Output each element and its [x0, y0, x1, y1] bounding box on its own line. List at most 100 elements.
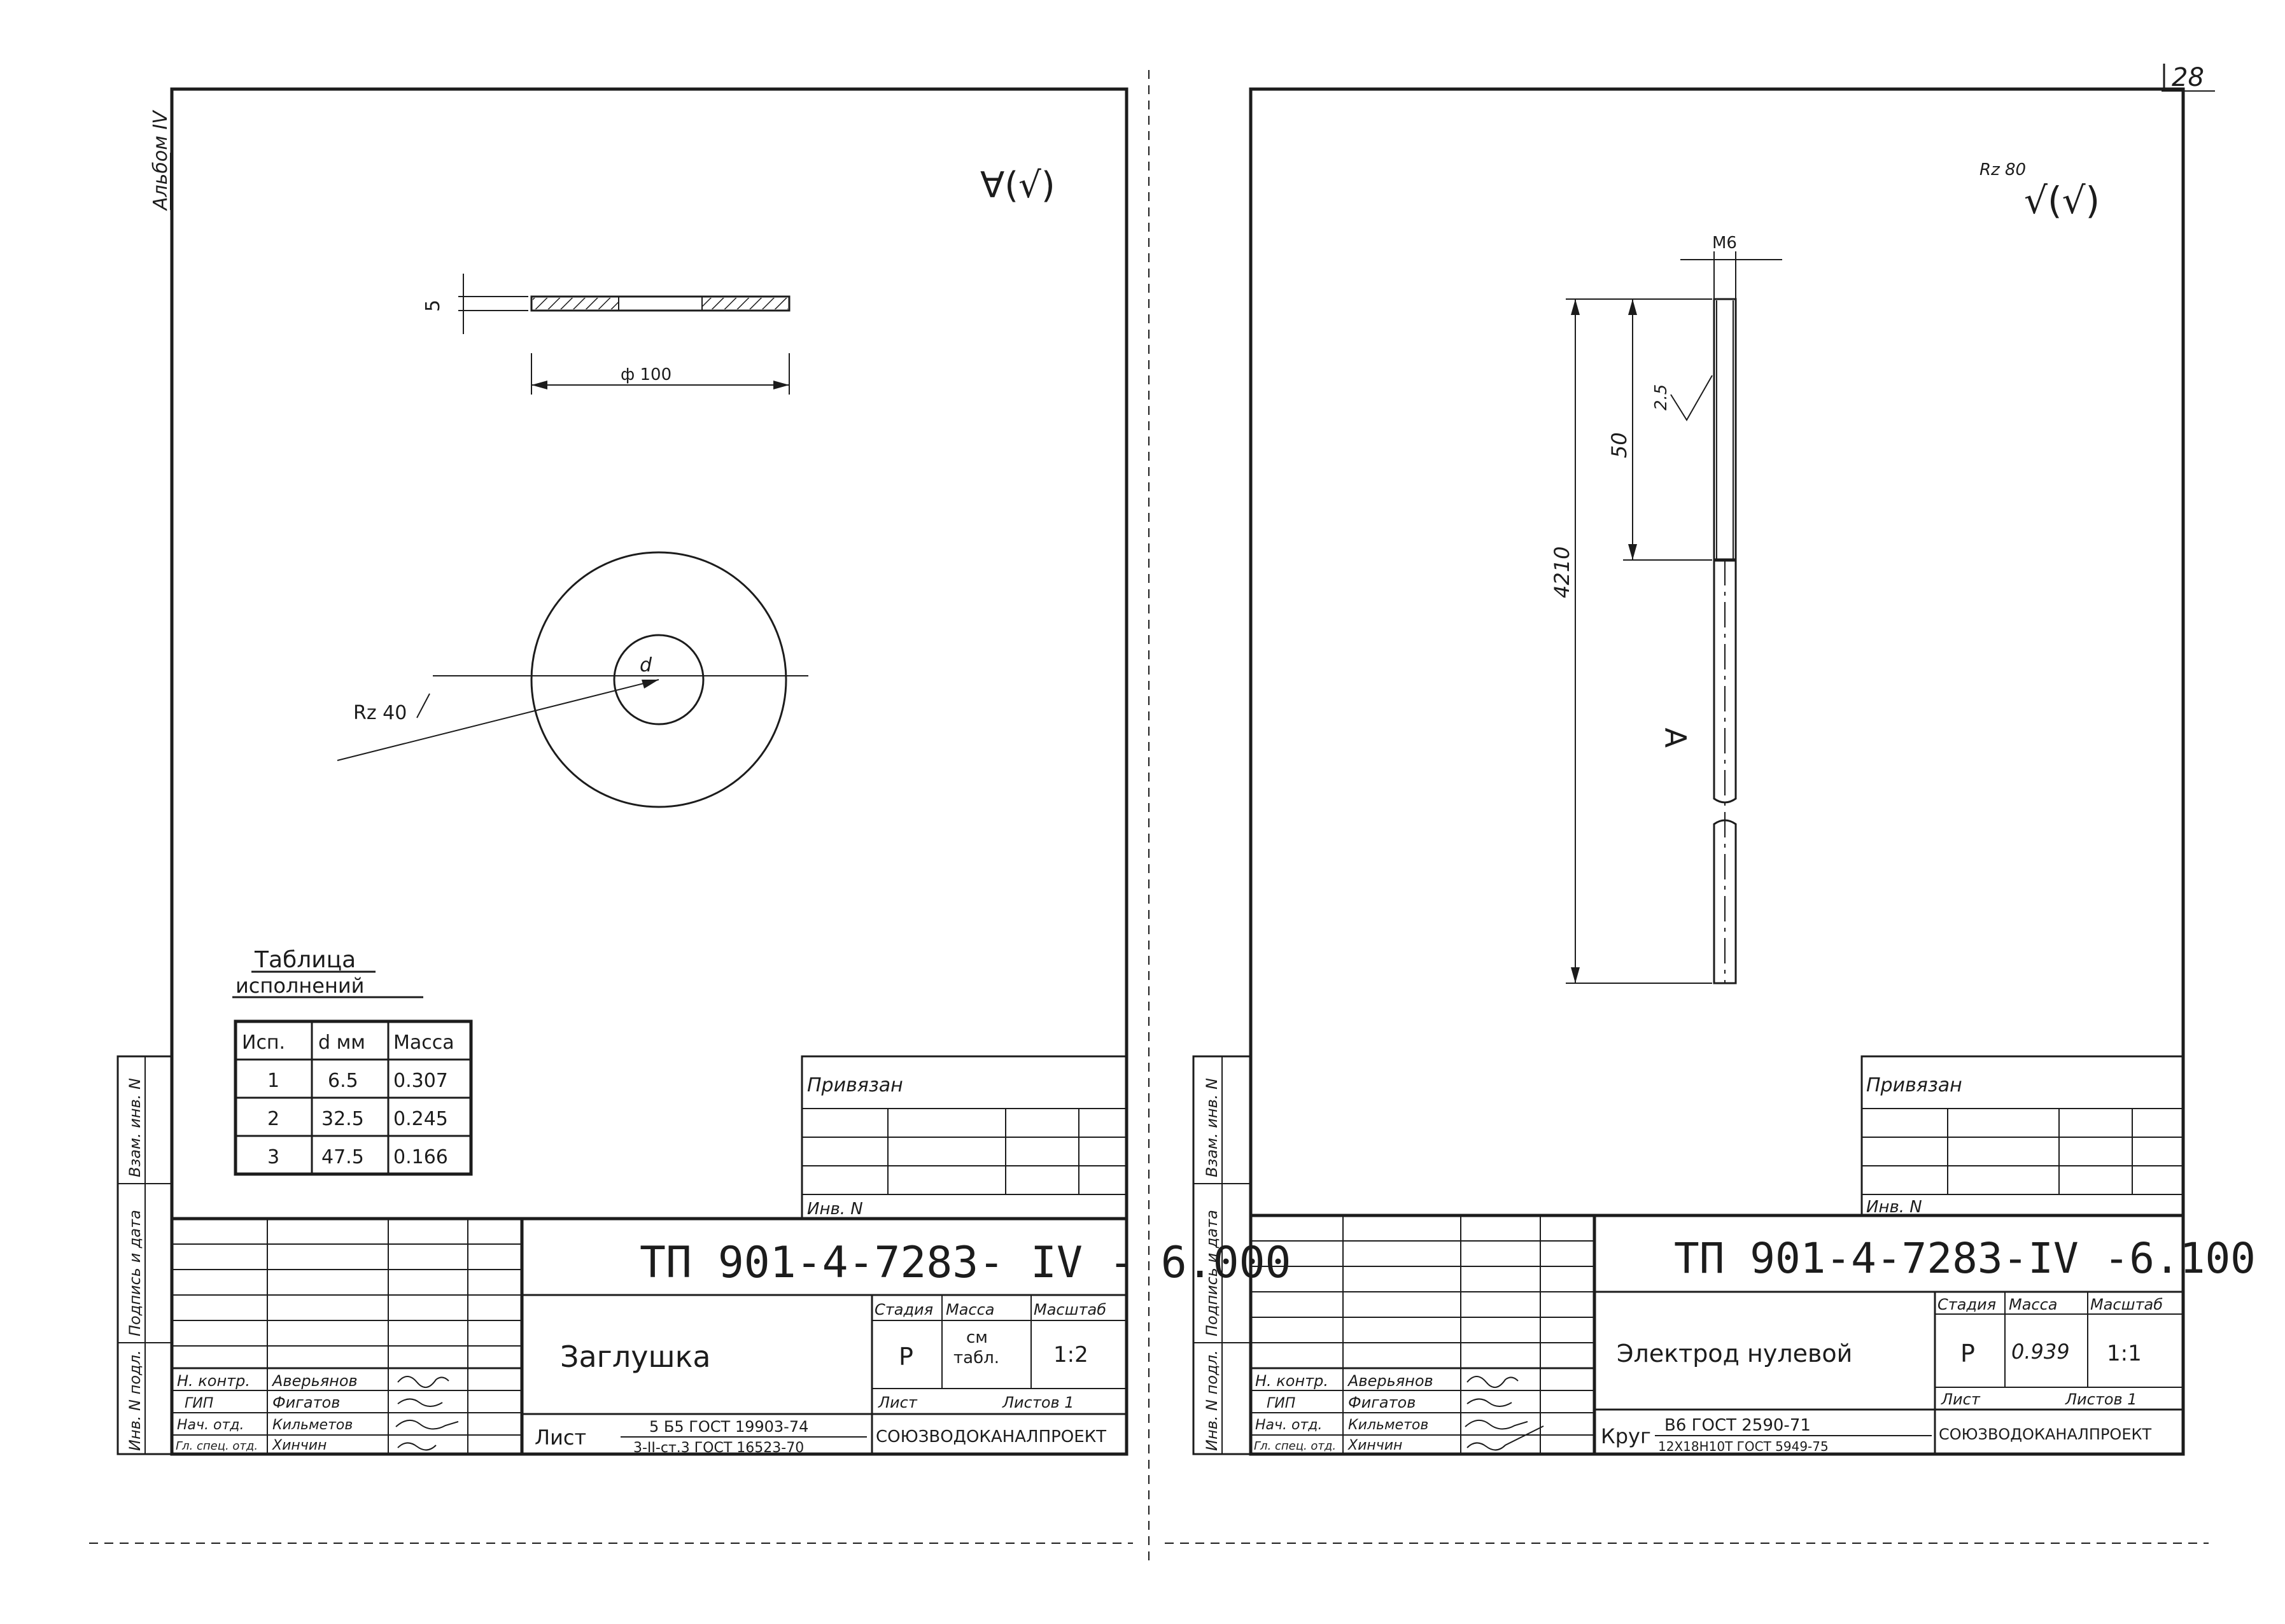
part-name: Электрод нулевой — [1617, 1340, 1852, 1368]
stage-header: Стадия — [875, 1301, 933, 1319]
material-label: Круг — [1601, 1424, 1651, 1448]
designation: ТП 901-4-7283-IV -6.100 — [1674, 1234, 2256, 1283]
scale-value: 1:1 — [2107, 1341, 2142, 1366]
side-stamp-inv: Инв. N подл. — [1203, 1350, 1221, 1451]
scale-header: Масштаб — [2090, 1296, 2163, 1313]
org-name: СОЮЗВОДОКАНАЛПРОЕКТ — [1939, 1425, 2152, 1443]
roughness-note: Rz 80 — [1979, 160, 2026, 179]
mass-header: Масса — [946, 1301, 995, 1319]
mass-value: 0.939 — [2011, 1340, 2070, 1364]
signature — [395, 1420, 459, 1430]
staff-role: Н. контр. — [177, 1372, 250, 1390]
mass-header: Масса — [2009, 1296, 2058, 1313]
table-cell: 3 — [267, 1146, 279, 1168]
side-stamp-vzam: Взам. инв. N — [1203, 1078, 1221, 1177]
rod-end — [1713, 819, 1737, 984]
signature — [1466, 1425, 1544, 1451]
staff-role: Н. контр. — [1255, 1372, 1328, 1390]
sheets-header: Листов 1 — [2065, 1390, 2137, 1408]
sheet-right: Rz 80 √(√) М6 4210 50 2.5 ∀ — [1192, 87, 2256, 1456]
stage-value: Р — [899, 1343, 913, 1371]
staff-role: Нач. отд. — [177, 1417, 244, 1433]
roughness-tail: √(√) — [2024, 179, 2100, 222]
staff-name: Хинчин — [1347, 1438, 1402, 1453]
signature — [1465, 1420, 1528, 1430]
rod-body — [1713, 560, 1737, 804]
staff-name: Фигатов — [1348, 1394, 1416, 1411]
washer-outer-circle — [530, 551, 787, 808]
privyazan-label: Привязан — [807, 1074, 903, 1096]
scale-value: 1:2 — [1053, 1342, 1088, 1368]
signature — [397, 1442, 437, 1451]
table-cell: 47.5 — [321, 1146, 364, 1168]
mass-value-2: табл. — [953, 1348, 999, 1368]
side-stamp-vzam: Взам. инв. N — [126, 1078, 144, 1177]
sheets-header: Листов 1 — [1002, 1394, 1074, 1411]
table-caption: Таблица — [254, 947, 356, 973]
side-stamp-sign: Подпись и дата — [126, 1210, 144, 1336]
table-cell: 0.307 — [393, 1070, 448, 1092]
privyazan-block: Привязан Инв. N — [1860, 1055, 2184, 1217]
signature — [1466, 1398, 1512, 1407]
dim-thickness: 5 — [422, 300, 444, 312]
scale-header: Масштаб — [1034, 1301, 1106, 1319]
sheet-header: Лист — [878, 1394, 918, 1411]
material-bottom: 3-II-ст.3 ГОСТ 16523-70 — [633, 1440, 804, 1456]
table-cell: 0.245 — [393, 1108, 448, 1130]
inv-no-label: Инв. N — [807, 1200, 863, 1219]
privyazan-label: Привязан — [1866, 1074, 1962, 1096]
table-cell: 6.5 — [328, 1070, 358, 1092]
table-cell: 32.5 — [321, 1108, 364, 1130]
title-block: Н. контр. Аверьянов ГИП Фигатов Нач. отд… — [1249, 1214, 2256, 1456]
rod-thread — [1713, 298, 1737, 561]
table-header: Исп. — [242, 1032, 285, 1054]
part-name: Заглушка — [560, 1340, 711, 1374]
washer-section — [530, 295, 791, 312]
signature — [397, 1376, 449, 1388]
stage-header: Стадия — [1937, 1296, 1996, 1313]
staff-role: Гл. спец. отд. — [176, 1439, 258, 1453]
mass-value-1: см — [966, 1328, 988, 1347]
org-name: СОЮЗВОДОКАНАЛПРОЕКТ — [876, 1427, 1106, 1446]
staff-name: Кильметов — [1348, 1417, 1428, 1433]
dim-length: 4210 — [1550, 547, 1574, 598]
title-block: Н. контр. Аверьянов ГИП Фигатов Нач. отд… — [170, 1217, 1291, 1456]
material-bottom: 12Х18Н10Т ГОСТ 5949-75 — [1658, 1439, 1829, 1454]
staff-role: Нач. отд. — [1255, 1417, 1323, 1433]
page-number: 28 — [2172, 63, 2204, 92]
signature — [1466, 1376, 1519, 1388]
signature — [397, 1398, 443, 1407]
staff-name: Кильметов — [272, 1417, 353, 1433]
privyazan-block: Привязан Инв. N — [801, 1055, 1128, 1220]
stage-value: Р — [1960, 1340, 1975, 1368]
sheet-header: Лист — [1941, 1390, 1981, 1408]
material-top: 5 Б5 ГОСТ 19903-74 — [649, 1418, 808, 1436]
table-caption-sub: исполнений — [236, 974, 364, 998]
designation: ТП 901-4-7283- IV - 6.000 — [640, 1238, 1291, 1288]
staff-role: Гл. спец. отд. — [1254, 1439, 1336, 1453]
staff-name: Хинчин — [272, 1438, 327, 1453]
table-header: Масса — [393, 1032, 454, 1054]
roughness-thread: 2.5 — [1652, 384, 1671, 410]
staff-role: ГИП — [185, 1396, 213, 1411]
table-cell: 1 — [267, 1070, 279, 1092]
album-label: Альбом IV — [150, 109, 172, 211]
staff-role: ГИП — [1267, 1396, 1295, 1411]
hole-label: d — [640, 654, 652, 676]
dim-diameter: ф 100 — [621, 365, 671, 384]
staff-name: Аверьянов — [271, 1372, 358, 1390]
rod-mark: ∀ — [1659, 727, 1694, 748]
versions-table: Исп. d мм Масса 1 6.5 0.307 2 32.5 0.245… — [234, 1019, 473, 1176]
roughness-note: ∀(√) — [980, 165, 1055, 206]
dim-thread-length: 50 — [1607, 432, 1631, 458]
washer-hole-circle — [613, 634, 705, 725]
dim-thread: М6 — [1712, 234, 1737, 253]
table-cell: 2 — [267, 1108, 279, 1130]
roughness-leader: Rz 40 — [353, 702, 407, 724]
staff-name: Фигатов — [272, 1394, 340, 1411]
staff-name: Аверьянов — [1347, 1372, 1433, 1390]
material-top: В6 ГОСТ 2590-71 — [1664, 1416, 1811, 1435]
table-header: d мм — [318, 1032, 365, 1054]
inv-no-label: Инв. N — [1866, 1198, 1922, 1217]
